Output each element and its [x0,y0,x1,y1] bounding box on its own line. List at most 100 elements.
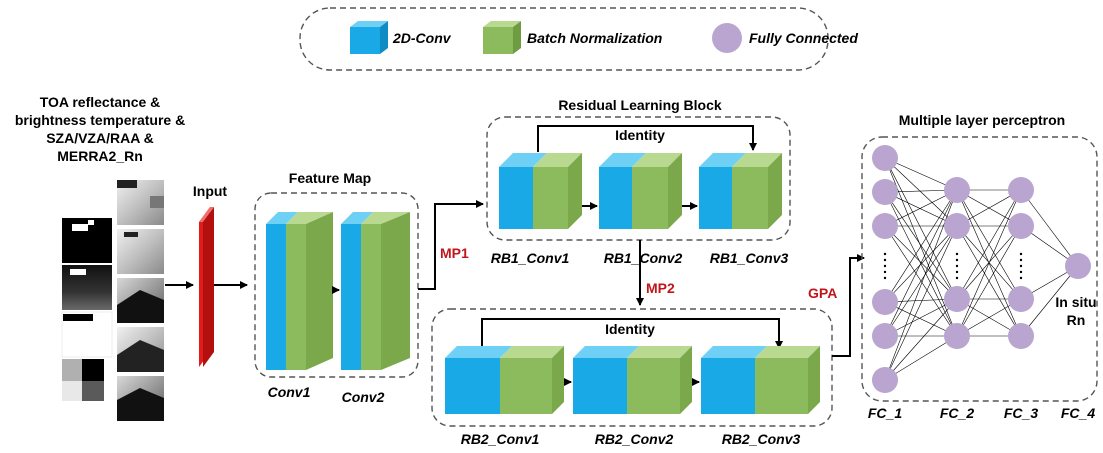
mlp-box [861,136,1098,402]
conv1-block [266,212,333,370]
ellipsis-dot [1019,258,1023,262]
rb2-conv3-block [701,346,820,414]
input-title-line-4: MERRA2_Rn [57,148,143,164]
mlp-node [944,213,970,239]
ellipsis-dot [955,252,959,256]
output-label-line-1: In situ [1055,294,1096,310]
legend-conv2d-label: 2D-Conv [392,30,452,46]
input-title-line-1: TOA reflectance & [40,94,161,110]
input-images-left [61,218,113,401]
input-title-line-2: brightness temperature & [15,112,185,128]
mlp-edge [884,225,958,303]
ellipsis-dot [1019,270,1023,274]
mlp-node [1008,177,1034,203]
mlp-edge [884,298,958,381]
mlp-edge [884,298,958,337]
arrow-mp1 [418,200,484,290]
gpa-label: GPA [808,285,837,301]
mlp-node [872,367,898,393]
rb1-conv2-block [599,153,682,229]
ellipsis-dot [955,258,959,262]
mlp-edge [1020,189,1079,267]
feature-map-box [254,192,419,378]
input-label: Input [193,183,228,199]
mlp-edge [884,189,958,337]
rb1-conv1-block [499,153,582,229]
legend-border [299,7,829,71]
rb2-conv2-label: RB2_Conv2 [595,431,674,447]
input-title-line-3: SZA/VZA/RAA & [46,130,154,146]
rb2-conv3-label: RB2_Conv3 [722,431,801,447]
rb1-conv3-block [699,153,782,229]
ellipsis-dot [883,276,887,280]
fc4-label: FC_4 [1061,405,1095,421]
legend-batch-norm-swatch [483,21,521,54]
mlp-edge [956,189,1022,300]
mlp-edge [884,157,958,191]
mlp-connections [884,157,1079,381]
conv2-label: Conv2 [342,389,385,405]
mlp-title: Multiple layer perceptron [899,112,1065,128]
mlp-node [944,177,970,203]
conv1-label: Conv1 [268,384,311,400]
mlp-node [1008,323,1034,349]
rb2-identity-arrow [481,318,783,349]
residual-block-1-box [486,116,791,241]
mlp-node [872,145,898,171]
mlp-node [944,323,970,349]
fc1-label: FC_1 [868,405,902,421]
rb1-identity-arrow [537,125,757,152]
mlp-node [872,213,898,239]
ellipsis-dot [1019,264,1023,268]
mlp-node [872,179,898,205]
ellipsis-dot [1019,252,1023,256]
legend: 2D-Conv Batch Normalization Fully Connec… [299,7,858,71]
mlp-nodes [872,145,1091,393]
rb1-conv3-label: RB1_Conv3 [710,250,789,266]
mlp-edge [884,189,958,303]
feature-map-title: Feature Map [289,170,371,186]
legend-fully-connected-label: Fully Connected [749,30,858,46]
arrow-gpa [832,254,865,357]
rb2-identity-label: Identity [605,321,655,337]
ellipsis-dot [955,276,959,280]
legend-conv2d-swatch [350,21,388,54]
input-layer [199,207,214,367]
legend-fc-node [712,23,742,53]
mlp-edge [956,225,1022,337]
residual-block-title: Residual Learning Block [558,97,722,113]
conv2-block [341,212,410,370]
mlp-edge [884,301,958,337]
ellipsis-dot [883,264,887,268]
ellipsis-dot [955,270,959,274]
mlp-node [872,289,898,315]
mlp-edge [884,225,958,381]
rb1-conv1-label: RB1_Conv1 [491,250,570,266]
fc3-label: FC_3 [1004,405,1038,421]
mlp-edge [884,225,958,337]
mp2-label: MP2 [646,280,675,296]
output-label-line-2: Rn [1067,312,1086,328]
rb2-conv2-block [573,346,692,414]
ellipsis-dot [883,270,887,274]
mlp-node [1008,213,1034,239]
ellipsis-dot [955,264,959,268]
legend-batch-norm-label: Batch Normalization [527,30,662,46]
rb1-identity-label: Identity [615,127,665,143]
mlp-node [944,286,970,312]
ellipsis-dot [1019,276,1023,280]
ellipsis-dot [883,258,887,262]
mlp-edge [884,189,958,227]
mlp-node [872,323,898,349]
rb2-conv1-label: RB2_Conv1 [461,431,540,447]
residual-block-2-box [431,308,833,427]
mlp-edge [956,189,1022,337]
mlp-node [1008,286,1034,312]
rb2-conv1-block [445,346,564,414]
rb1-conv2-label: RB1_Conv2 [604,250,683,266]
fc2-label: FC_2 [940,405,974,421]
input-images-right [117,180,164,421]
output-node [1065,253,1091,279]
input-title: TOA reflectance & brightness temperature… [15,94,185,164]
